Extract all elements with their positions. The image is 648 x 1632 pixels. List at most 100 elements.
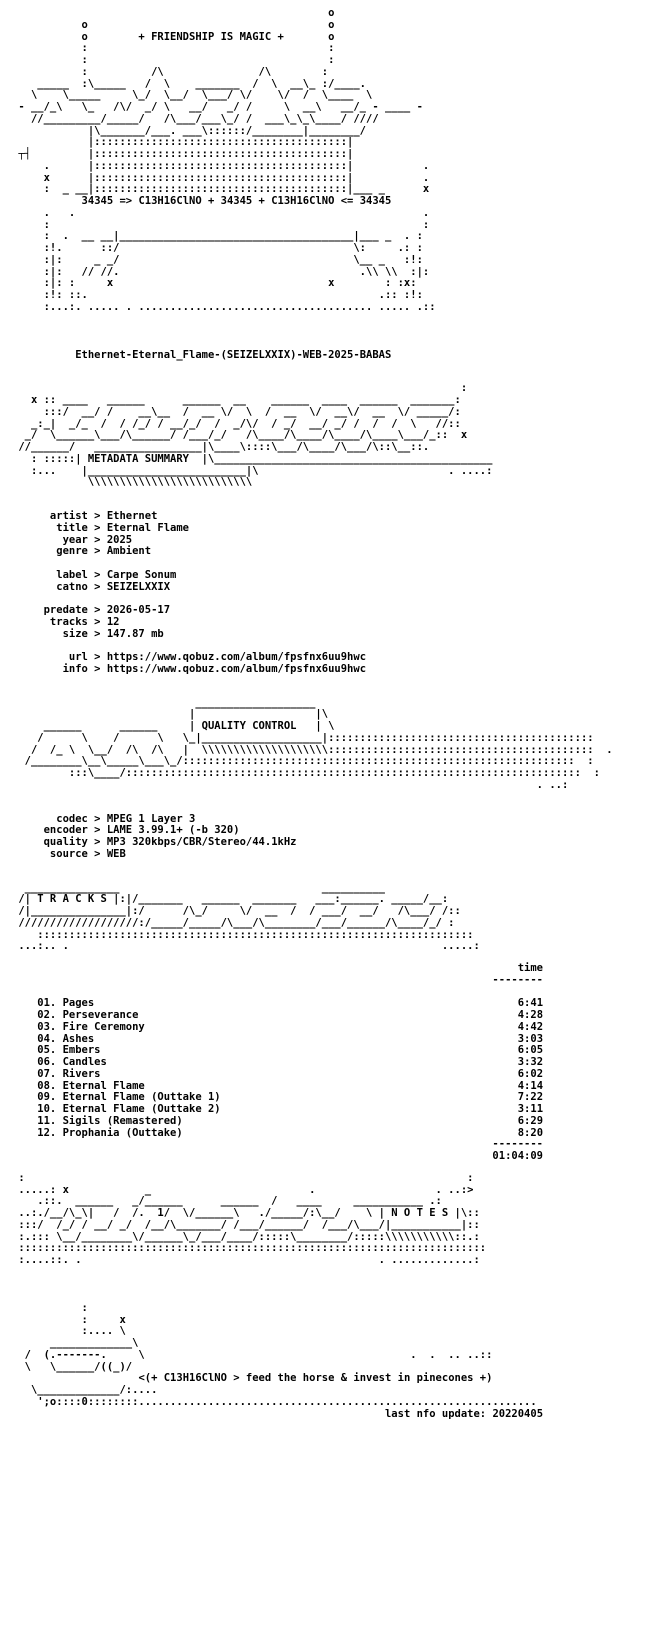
tracks-banner: _______________ __________ /| T R A C K … xyxy=(12,882,648,954)
metadata-field-row: label > Carpe Sonum xyxy=(12,568,177,581)
field-value: 2026-05-17 xyxy=(106,604,171,616)
quality-field-row: quality > MP3 320kbps/CBR/Stereo/44.1kHz xyxy=(12,836,297,848)
track-time: 6:02 xyxy=(100,1067,544,1080)
track-row: 01. Pages 6:41 xyxy=(12,997,648,1010)
header-art-bottom: . . . : : : . __ __|____________________… xyxy=(12,206,648,314)
quality-field-row: source > WEB xyxy=(12,847,126,860)
metadata-banner-line: : xyxy=(12,382,468,395)
header-art-line: . . . xyxy=(12,206,430,219)
track-row: 02. Perseverance 4:28 xyxy=(12,1009,648,1022)
metadata-banner-line: :::/ __/ / __\__ / __ \/ \ / __ \/ __\/ … xyxy=(12,405,461,418)
footer-tagline-line: <(+ C13H16ClNO > feed the horse & invest… xyxy=(12,1372,648,1385)
track-time: 3:11 xyxy=(220,1103,544,1115)
header-art-line: :!: ::. .:: :!: xyxy=(12,289,423,301)
metadata-field-row: tracks > 12 xyxy=(12,615,120,628)
metadata-field-row: title > Eternal Flame xyxy=(12,521,190,534)
field-value: Carpe Sonum xyxy=(106,568,177,581)
track-number: 10. xyxy=(12,1103,63,1115)
field-key: year xyxy=(12,533,88,546)
field-value: MP3 320kbps/CBR/Stereo/44.1kHz xyxy=(106,836,297,848)
track-title: Pages xyxy=(62,997,95,1010)
last-update-value: 20220405 xyxy=(492,1407,544,1420)
quality-fields: codec > MPEG 1 Layer 3 encoder > LAME 3.… xyxy=(12,812,648,861)
field-value: 2025 xyxy=(106,533,133,546)
track-time: 7:22 xyxy=(220,1091,544,1104)
metadata-banner-line: x :: ____ ______ ______ __ ______ ____ _… xyxy=(12,394,461,406)
track-title: Perseverance xyxy=(62,1009,139,1021)
track-row: 05. Embers 6:05 xyxy=(12,1044,648,1057)
footer-art-line: ';o::::0::::::::........................… xyxy=(12,1395,537,1408)
footer-art-line: / (.-------. \ . . .. ..:: xyxy=(12,1348,493,1361)
release-name-line: Ethernet-Eternal_Flame-(SEIZELXXIX)-WEB-… xyxy=(12,348,648,362)
footer-art-after: \_____________/:.... ';o::::0::::::::...… xyxy=(12,1384,648,1409)
last-update-label: last nfo update: xyxy=(384,1407,493,1420)
tracks-time-header: time xyxy=(12,962,544,974)
header-art-line: :...:. ..... . .........................… xyxy=(12,300,436,313)
footer-art-line: : x xyxy=(12,1313,126,1326)
header-art-line: - __/_\ \_ /\/ _/ \ __/ _/ / \ __\ __/_ … xyxy=(12,101,423,113)
release-name: Ethernet-Eternal_Flame-(SEIZELXXIX)-WEB-… xyxy=(75,348,392,361)
track-title: Prophania (Outtake) xyxy=(62,1126,183,1139)
metadata-field-row: artist > Ethernet xyxy=(12,510,158,522)
footer-art-line: \_____________/:.... xyxy=(12,1384,158,1396)
header-art-line: _____ :\_____ / \ _______ / \ __\_ :/___… xyxy=(12,77,367,90)
quality-banner: ___________________ | |\ ______ ______ |… xyxy=(12,696,648,792)
track-row: 04. Ashes 3:03 xyxy=(12,1032,648,1046)
header-art-line: : : xyxy=(12,42,335,55)
track-number: 04. xyxy=(12,1032,63,1045)
footer-art-line: :.... \ xyxy=(12,1325,126,1338)
quality-banner-line: | |\ xyxy=(12,708,329,721)
field-key: source xyxy=(12,847,88,860)
track-number: 01. xyxy=(12,997,63,1010)
track-time: 3:03 xyxy=(94,1032,544,1045)
field-key: info xyxy=(12,662,88,675)
track-title: Eternal Flame (Outtake 1) xyxy=(62,1091,221,1104)
notes-banner-line: ..:./__/\_\| / /. 1/ \/______\ ./_____/:… xyxy=(12,1207,480,1219)
metadata-field-row: predate > 2026-05-17 xyxy=(12,604,171,616)
track-time: 6:29 xyxy=(182,1114,544,1127)
tracks-banner-line: ...:.. . .....: xyxy=(12,940,480,953)
track-number: 05. xyxy=(12,1044,63,1057)
metadata-banner-line: _:_| _/_ / / /_/ / __/_/ / _/\/ / _/ __/… xyxy=(12,417,461,430)
track-time: 6:05 xyxy=(100,1044,544,1057)
tracks-banner-line: /|_______________|:/ /\_/ \/ __ / / ___/… xyxy=(12,905,461,917)
quality-banner-line: :::\____/:::::::::::::::::::::::::::::::… xyxy=(12,767,600,779)
tracks-banner-line: /| T R A C K S |:|/_______ ______ ______… xyxy=(12,893,449,906)
track-row: 11. Sigils (Remastered) 6:29 xyxy=(12,1114,648,1128)
metadata-field-row: url > https://www.qobuz.com/album/fpsfnx… xyxy=(12,651,367,663)
header-art-line: : _ __|:::::::::::::::::::::::::::::::::… xyxy=(12,183,430,196)
track-time: 4:28 xyxy=(138,1009,544,1021)
track-time: 4:14 xyxy=(144,1079,544,1092)
last-update-line: last nfo update: 20220405 xyxy=(12,1407,648,1421)
header-art-line: : : xyxy=(12,218,430,231)
field-value: Eternal Flame xyxy=(106,521,190,534)
quality-field-row: codec > MPEG 1 Layer 3 xyxy=(12,812,196,825)
metadata-banner-line: :... |_________________________|\ . ....… xyxy=(12,464,493,477)
field-key: encoder xyxy=(12,824,88,837)
metadata-field-row: genre > Ambient xyxy=(12,545,152,558)
field-key: tracks xyxy=(12,615,88,628)
header-art-line: \ \_____ \_/ \__/ \___/ \/ \/ / \____ \ xyxy=(12,89,373,102)
quality-banner-line: ___________________ xyxy=(12,696,316,709)
field-value: 147.87 mb xyxy=(106,627,164,640)
field-key: catno xyxy=(12,580,88,593)
metadata-field-row: catno > SEIZELXXIX xyxy=(12,580,171,593)
header-art-line: |\_______/___. ___\::::::/________|_____… xyxy=(12,124,367,137)
field-value: Ambient xyxy=(106,545,152,558)
field-key: url xyxy=(12,651,88,663)
field-key: predate xyxy=(12,604,88,616)
track-title: Embers xyxy=(62,1044,101,1057)
notes-banner-line: :.::: \__/________\/______\_/___/____/::… xyxy=(12,1230,480,1243)
header-art-line: : . __ __|______________________________… xyxy=(12,230,423,243)
footer-art-line: \ \______/((_)/ xyxy=(12,1360,133,1373)
footer-tagline: <(+ C13H16ClNO > feed the horse & invest… xyxy=(138,1372,493,1385)
header-art-line: :!. ::/ \: .: : xyxy=(12,242,423,254)
metadata-banner: : x :: ____ ______ ______ __ ______ ____… xyxy=(12,382,648,454)
quality-banner-line: /________\__\_____\___\_/:::::::::::::::… xyxy=(12,755,594,768)
metadata-banner-bottom: :... |_________________________|\ . ....… xyxy=(12,464,648,490)
field-value: WEB xyxy=(106,847,126,860)
tracks-rule: -------- xyxy=(12,1138,544,1151)
notes-banner-line: ::::::::::::::::::::::::::::::::::::::::… xyxy=(12,1242,487,1255)
track-number: 06. xyxy=(12,1056,63,1068)
